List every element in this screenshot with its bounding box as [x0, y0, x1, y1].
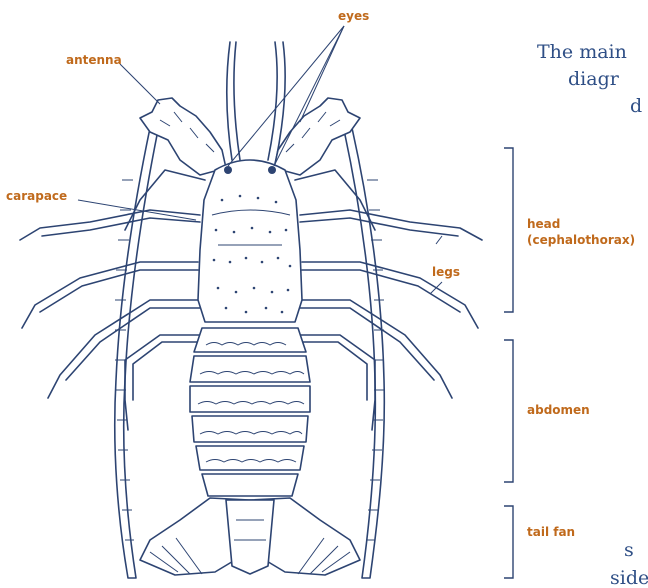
caption-line-4: s: [624, 539, 634, 561]
caption: The main diagr d s side: [537, 41, 648, 588]
head-bracket: [504, 148, 513, 312]
label-tail-fan: tail fan: [527, 525, 575, 539]
caption-line-2: diagr: [568, 68, 620, 90]
carapace-shell: [198, 160, 302, 322]
caption-line-3: d: [630, 95, 642, 117]
region-brackets: [504, 148, 513, 578]
abdomen-segments: [190, 328, 310, 496]
caption-line-1: The main: [537, 41, 627, 63]
lobster-illustration: [20, 42, 482, 578]
labels: eyes antenna carapace legs head (cephalo…: [6, 9, 635, 539]
label-head: head: [527, 217, 560, 231]
label-abdomen: abdomen: [527, 403, 590, 417]
tail-fan-bracket: [504, 506, 513, 578]
left-legs: [20, 170, 205, 430]
label-antenna: antenna: [66, 53, 122, 67]
label-legs: legs: [432, 265, 460, 279]
right-eye-icon: [268, 166, 276, 174]
label-carapace: carapace: [6, 189, 67, 203]
left-long-antenna: [115, 128, 158, 578]
caption-line-5: side: [610, 567, 648, 588]
abdomen-bracket: [504, 340, 513, 482]
label-cephalothorax: (cephalothorax): [527, 233, 635, 247]
right-legs: [295, 170, 482, 430]
label-eyes: eyes: [338, 9, 369, 23]
tail-fan-shape: [140, 498, 360, 575]
left-antennule: [227, 42, 240, 160]
left-eye-icon: [224, 166, 232, 174]
